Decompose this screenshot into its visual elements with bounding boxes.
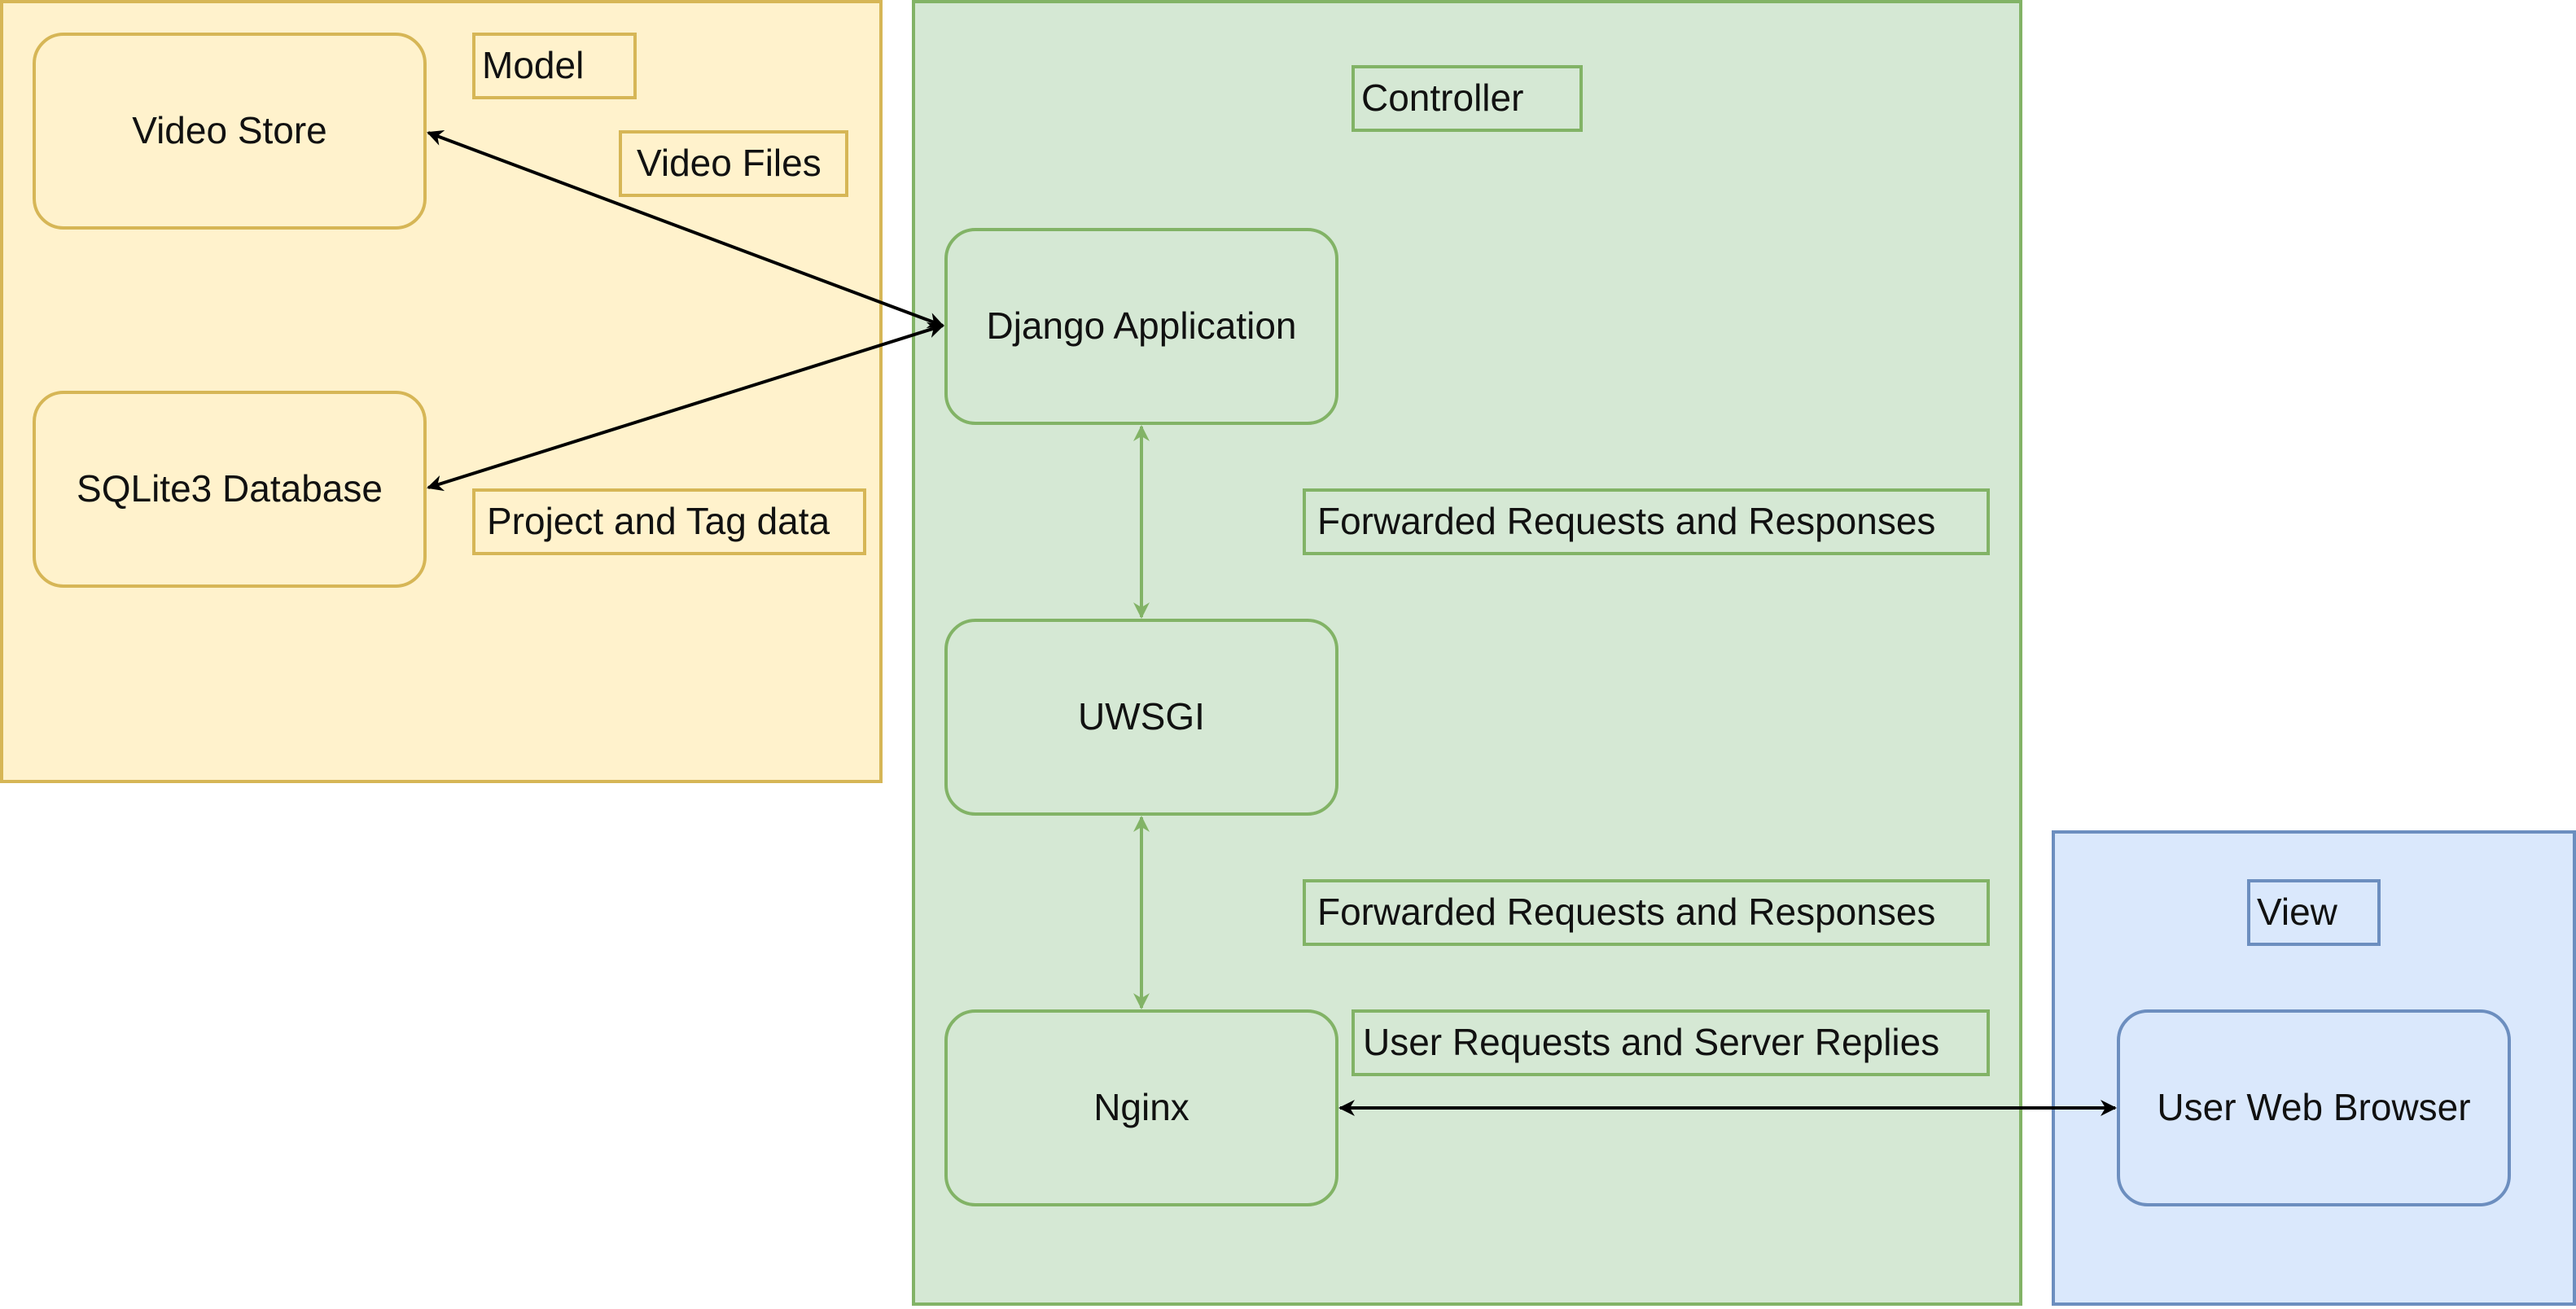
forward-label-2: Forwarded Requests and Responses	[1317, 891, 1935, 933]
django-application-node	[944, 228, 1338, 425]
sqlite-database-label: SQLite3 Database	[77, 467, 383, 510]
uwsgi-label: UWSGI	[1078, 695, 1205, 738]
forward-label-1: Forwarded Requests and Responses	[1317, 500, 1935, 542]
forward-label-2-box	[1303, 879, 1990, 946]
uwsgi-node	[944, 619, 1338, 816]
sqlite-database-node	[33, 391, 427, 588]
forward-label-1-box	[1303, 488, 1990, 555]
nginx-label: Nginx	[1093, 1086, 1189, 1128]
view-title-box	[2247, 879, 2381, 946]
video-store-label: Video Store	[132, 109, 327, 151]
project-tag-label: Project and Tag data	[487, 500, 830, 542]
model-title: Model	[482, 44, 584, 86]
video-store-node	[33, 33, 427, 230]
controller-title: Controller	[1361, 77, 1523, 119]
video-files-label: Video Files	[637, 142, 821, 184]
user-requests-label-box	[1352, 1009, 1990, 1076]
user-requests-label: User Requests and Server Replies	[1363, 1021, 1939, 1063]
controller-title-box	[1352, 65, 1583, 132]
video-files-connector	[427, 129, 944, 329]
model-title-box	[472, 33, 637, 99]
django-application-label: Django Application	[986, 304, 1296, 347]
project-tag-connector	[427, 322, 944, 492]
user-web-browser-node	[2117, 1009, 2511, 1206]
view-title: View	[2257, 891, 2338, 933]
user-web-browser-label: User Web Browser	[2157, 1086, 2470, 1128]
nginx-node	[944, 1009, 1338, 1206]
